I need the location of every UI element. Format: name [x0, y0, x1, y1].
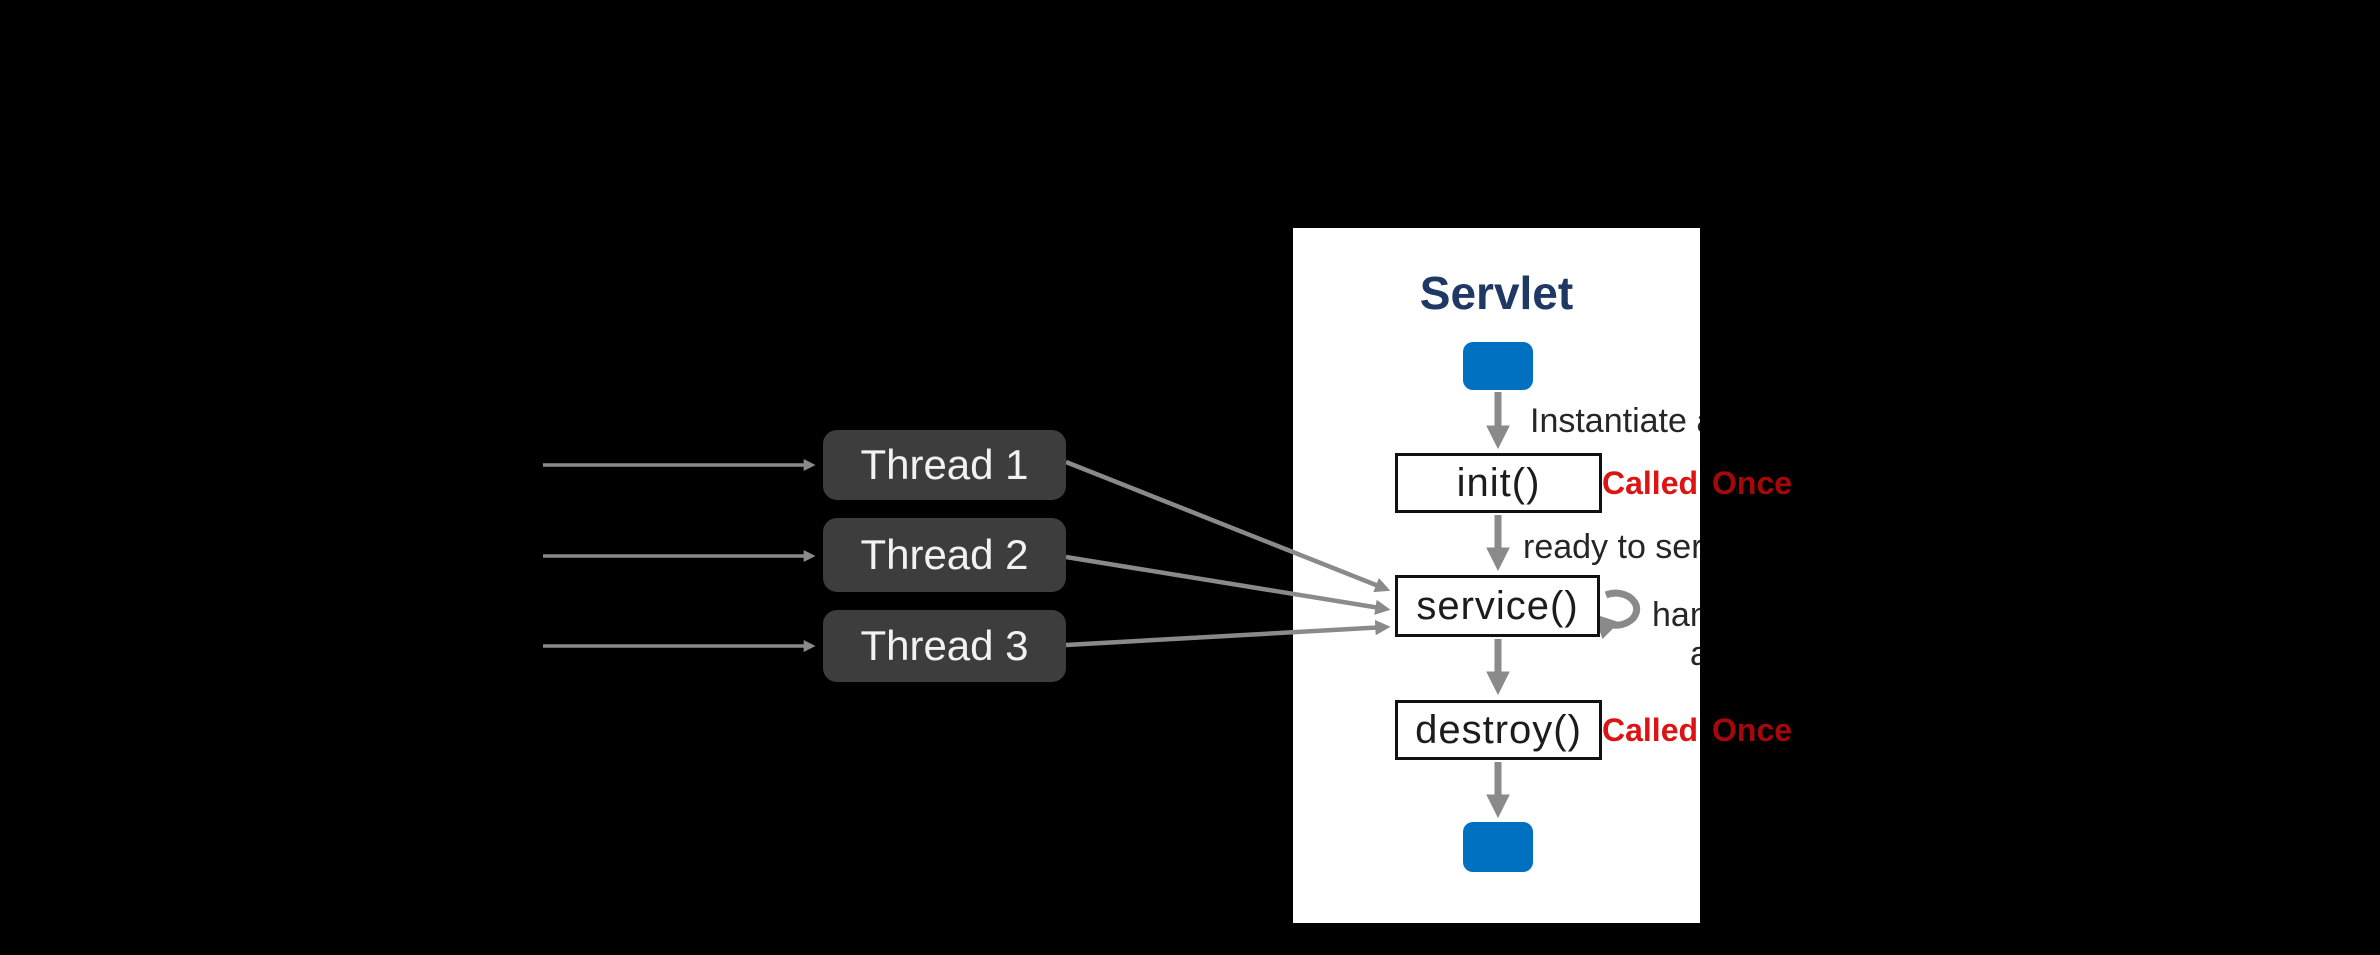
- arrow-thread3-to-service: [1065, 619, 1391, 648]
- thread-1-box: Thread 1: [823, 430, 1066, 500]
- service-box: service(): [1395, 575, 1600, 637]
- annotation-instantiate: Instantiate a: [1530, 402, 1700, 440]
- arrow-service-self-loop: [1593, 589, 1641, 640]
- annotation-handle-line2: an: [1690, 635, 1700, 673]
- called-once-word-called: Called: [1602, 465, 1699, 501]
- start-node: [1463, 342, 1533, 390]
- called-once-badge-destroy: Called Once: [1602, 714, 1792, 746]
- end-node: [1463, 822, 1533, 872]
- panel-title: Servlet: [1419, 267, 1574, 319]
- annotation-ready-to-serve: ready to serv: [1523, 528, 1700, 566]
- annotation-handle-line1: hand: [1652, 596, 1700, 634]
- destroy-box: destroy(): [1395, 700, 1602, 760]
- thread-3-box: Thread 3: [823, 610, 1066, 682]
- init-box: init(): [1395, 453, 1602, 513]
- called-once-word-once: Once: [1712, 465, 1793, 501]
- called-once-word-once: Once: [1712, 712, 1793, 748]
- arrow-thread1-to-service: [1065, 459, 1391, 593]
- arrow-thread2-to-service: [1065, 554, 1391, 615]
- called-once-word-called: Called: [1602, 712, 1699, 748]
- thread-2-box: Thread 2: [823, 518, 1066, 592]
- called-once-badge-init: Called Once: [1602, 467, 1792, 499]
